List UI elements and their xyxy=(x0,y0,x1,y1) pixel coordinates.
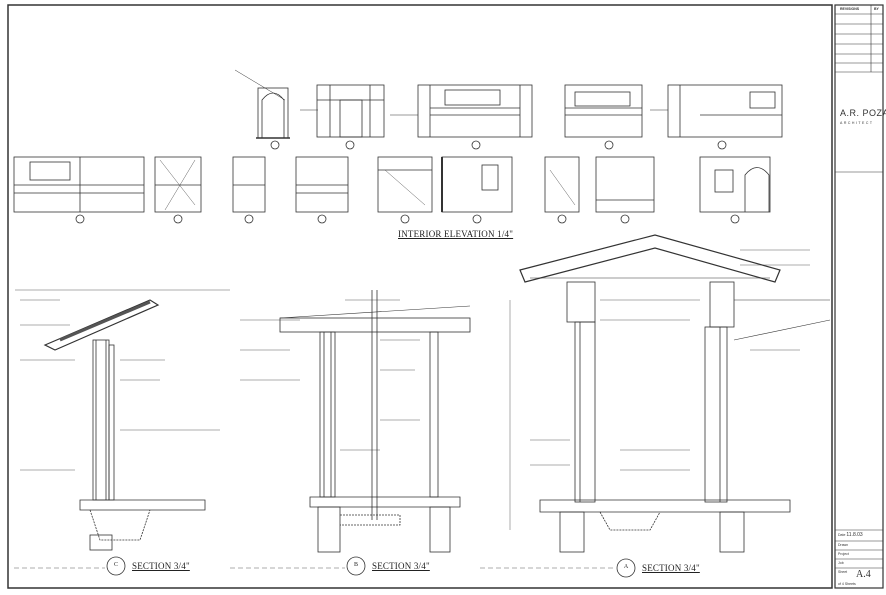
sheet-border xyxy=(7,4,833,589)
section-c-marker xyxy=(106,556,126,576)
date-value: 11.8.03 xyxy=(846,532,863,538)
firm-subtitle: ARCHITECT xyxy=(840,121,874,125)
section-b-marker xyxy=(346,556,366,576)
date-label: Date xyxy=(838,533,846,537)
section-a-drawing xyxy=(509,234,831,553)
sheets-of-label: of xyxy=(838,582,841,586)
title-block-border xyxy=(834,4,884,589)
project-label: Project xyxy=(838,552,849,556)
interior-elevations-row-1 xyxy=(234,69,783,150)
section-c-marker-letter: C xyxy=(113,562,118,568)
sheet-label: Sheet xyxy=(838,570,848,574)
section-c-label: SECTION 3/4" xyxy=(132,561,190,571)
sheet-number: A.4 xyxy=(856,569,871,580)
by-header: BY xyxy=(874,7,879,11)
sheets-total: 4 xyxy=(841,582,844,586)
section-a-marker xyxy=(616,558,636,578)
firm-name: A.R. POZA xyxy=(840,108,886,118)
revision-table xyxy=(835,5,883,569)
revisions-header: REVISIONS xyxy=(840,7,860,11)
section-a-label: SECTION 3/4" xyxy=(642,563,700,573)
date-field: Date 11.8.03 xyxy=(838,532,863,539)
sheets-suffix: Sheets xyxy=(844,582,856,586)
section-b-marker-letter: B xyxy=(353,562,358,568)
section-b-label: SECTION 3/4" xyxy=(372,561,430,571)
interior-elevation-title: INTERIOR ELEVATION 1/4" xyxy=(398,229,514,239)
section-c-drawing xyxy=(15,289,230,551)
drawn-label: Drawn xyxy=(838,543,849,547)
job-label: Job xyxy=(838,561,844,565)
sheets-count: of 4 Sheets xyxy=(838,582,856,587)
interior-elevations-row-2 xyxy=(13,156,771,224)
section-b-drawing xyxy=(240,290,471,553)
section-a-marker-letter: A xyxy=(623,564,629,570)
